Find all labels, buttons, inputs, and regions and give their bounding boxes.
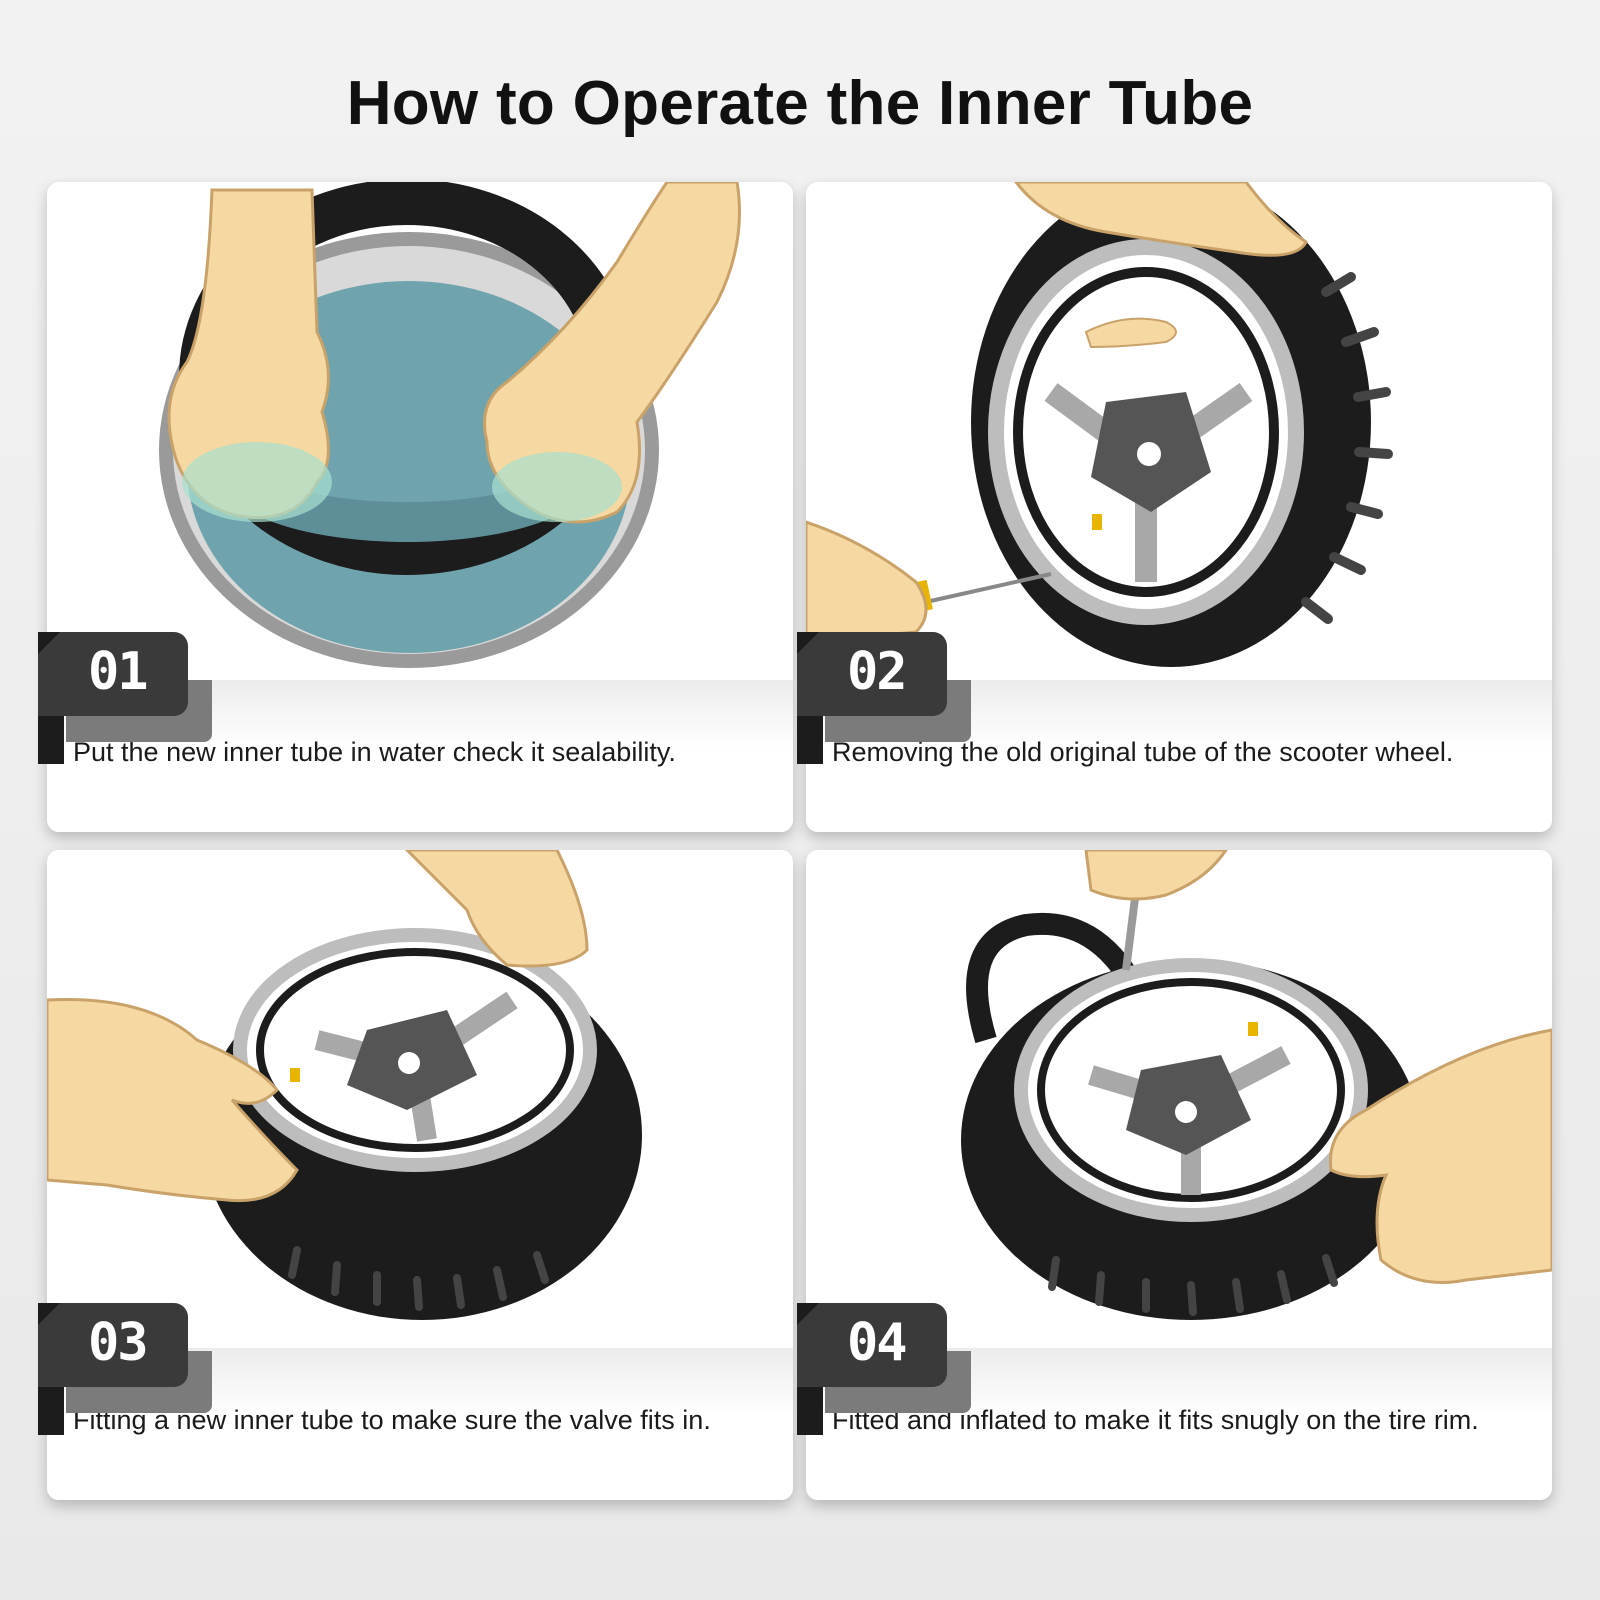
step-number: 02 xyxy=(847,642,908,702)
remove-tube-illustration xyxy=(806,182,1393,667)
step-caption: Put the new inner tube in water check it… xyxy=(73,737,676,767)
page-title: How to Operate the Inner Tube xyxy=(346,69,1254,138)
step-number: 03 xyxy=(88,1313,149,1373)
inflate-tube-illustration xyxy=(961,850,1552,1320)
badge-body xyxy=(797,632,947,716)
step-card-1: Put the new inner tube in water check it… xyxy=(47,182,793,832)
step-caption: Removing the old original tube of the sc… xyxy=(832,737,1454,767)
badge-body xyxy=(38,1303,188,1387)
step-number: 04 xyxy=(847,1313,908,1373)
step-card-4: Fitted and inflated to make it fits snug… xyxy=(806,850,1552,1500)
badge-body xyxy=(797,1303,947,1387)
fit-tube-illustration xyxy=(47,850,642,1320)
badge-body xyxy=(38,632,188,716)
tube-in-water-illustration xyxy=(159,182,741,668)
step-card-2: Removing the old original tube of the sc… xyxy=(806,182,1552,832)
step-number: 01 xyxy=(88,642,149,702)
